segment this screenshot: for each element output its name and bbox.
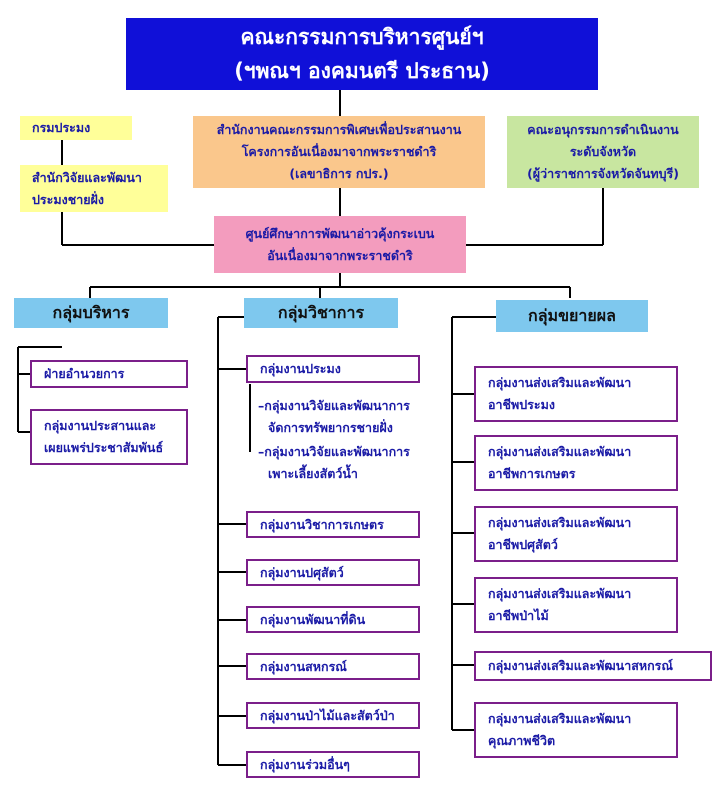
- extension-item-line2: คุณภาพชีวิต: [488, 733, 556, 748]
- academic-sub-line1: –กลุ่มงานวิจัยและพัฒนาการ: [258, 444, 410, 459]
- academic-sub-line1: –กลุ่มงานวิจัยและพัฒนาการ: [258, 398, 410, 413]
- rdpb-line1: สำนักงานคณะกรรมการพิเศษเพื่อประสานงาน: [216, 122, 462, 137]
- group-admin-label: กลุ่มบริหาร: [52, 303, 130, 322]
- academic-item: กลุ่มงานสหกรณ์: [246, 653, 420, 680]
- academic-sub-item: –กลุ่มงานวิจัยและพัฒนาการ จัดการทรัพยากร…: [258, 395, 410, 439]
- extension-item-line1: กลุ่มงานส่งเสริมและพัฒนา: [488, 444, 632, 459]
- group-academic-label: กลุ่มวิชาการ: [277, 303, 365, 322]
- research-office-line2: ประมงชายฝั่ง: [32, 191, 104, 207]
- group-academic-title: กลุ่มวิชาการ: [244, 298, 398, 328]
- board-title: คณะกรรมการบริหารศูนย์ฯ: [240, 25, 484, 49]
- provincial-subcommittee-box: คณะอนุกรรมการดำเนินงาน ระดับจังหวัด (ผู้…: [507, 116, 699, 188]
- group-extension-label: กลุ่มขยายผล: [528, 306, 616, 325]
- extension-item-line1: กลุ่มงานส่งเสริมและพัฒนาสหกรณ์: [488, 658, 673, 673]
- academic-item: กลุ่มงานปศุสัตว์: [246, 559, 420, 586]
- academic-item-label: กลุ่มงานปศุสัตว์: [260, 564, 344, 580]
- extension-item-line1: กลุ่มงานส่งเสริมและพัฒนา: [488, 375, 632, 390]
- center-line2: อันเนื่องมาจากพระราชดำริ: [267, 247, 413, 263]
- provincial-line1: คณะอนุกรรมการดำเนินงาน: [527, 122, 679, 137]
- admin-item-line1: กลุ่มงานประสานและ: [44, 418, 157, 433]
- extension-item-line2: อาชีพปศุสัตว์: [488, 537, 558, 552]
- extension-item: กลุ่มงานส่งเสริมและพัฒนา อาชีพประมง: [474, 366, 678, 422]
- academic-item: กลุ่มงานวิชาการเกษตร: [246, 511, 420, 538]
- board-box: คณะกรรมการบริหารศูนย์ฯ (ฯพณฯ องคมนตรี ปร…: [126, 18, 598, 90]
- rdpb-office-box: สำนักงานคณะกรรมการพิเศษเพื่อประสานงาน โค…: [193, 116, 485, 188]
- academic-item-label: กลุ่มงานวิชาการเกษตร: [260, 516, 384, 532]
- extension-item: กลุ่มงานส่งเสริมและพัฒนาสหกรณ์: [474, 651, 712, 681]
- group-extension-title: กลุ่มขยายผล: [496, 300, 648, 332]
- rdpb-line3: (เลขาธิการ กปร.): [289, 166, 389, 181]
- extension-item: กลุ่มงานส่งเสริมและพัฒนา อาชีพป่าไม้: [474, 577, 678, 633]
- admin-item: ฝ่ายอำนวยการ: [30, 360, 188, 388]
- academic-item: กลุ่มงานร่วมอื่นๆ: [246, 751, 420, 778]
- admin-item-line2: เผยแพร่ประชาสัมพันธ์: [44, 440, 164, 455]
- extension-item-line1: กลุ่มงานส่งเสริมและพัฒนา: [488, 711, 632, 726]
- research-office-line1: สำนักวิจัยและพัฒนา: [32, 169, 142, 185]
- academic-sub-line2: จัดการทรัพยากรชายฝั่ง: [268, 420, 393, 435]
- academic-item-label: กลุ่มงานพัฒนาที่ดิน: [260, 611, 366, 627]
- board-chair: (ฯพณฯ องคมนตรี ประธาน): [234, 59, 490, 83]
- extension-item-line2: อาชีพประมง: [488, 397, 555, 412]
- admin-item-line1: ฝ่ายอำนวยการ: [44, 366, 125, 381]
- academic-sub-item: –กลุ่มงานวิจัยและพัฒนาการ เพาะเลี้ยงสัตว…: [258, 441, 410, 485]
- extension-item-line2: อาชีพการเกษตร: [488, 466, 576, 481]
- provincial-line3: (ผู้ว่าราชการจังหวัดจันทบุรี): [527, 166, 679, 181]
- academic-fisheries-box: กลุ่มงานประมง: [246, 355, 420, 383]
- admin-item: กลุ่มงานประสานและ เผยแพร่ประชาสัมพันธ์: [30, 409, 188, 465]
- academic-sub-line2: เพาะเลี้ยงสัตว์น้ำ: [268, 466, 358, 481]
- academic-fisheries-label: กลุ่มงานประมง: [260, 361, 341, 376]
- academic-item: กลุ่มงานพัฒนาที่ดิน: [246, 606, 420, 633]
- extension-item-line1: กลุ่มงานส่งเสริมและพัฒนา: [488, 515, 632, 530]
- extension-item: กลุ่มงานส่งเสริมและพัฒนา คุณภาพชีวิต: [474, 702, 678, 758]
- extension-item: กลุ่มงานส่งเสริมและพัฒนา อาชีพการเกษตร: [474, 435, 678, 491]
- extension-item-line2: อาชีพป่าไม้: [488, 608, 549, 623]
- center-box: ศูนย์ศึกษาการพัฒนาอ่าวคุ้งกระเบน อันเนื่…: [214, 216, 466, 273]
- academic-item: กลุ่มงานป่าไม้และสัตว์ป่า: [246, 702, 420, 729]
- center-line1: ศูนย์ศึกษาการพัฒนาอ่าวคุ้งกระเบน: [245, 225, 435, 241]
- provincial-line2: ระดับจังหวัด: [569, 144, 637, 159]
- extension-item: กลุ่มงานส่งเสริมและพัฒนา อาชีพปศุสัตว์: [474, 506, 678, 562]
- academic-item-label: กลุ่มงานร่วมอื่นๆ: [260, 756, 350, 772]
- research-office-box: สำนักวิจัยและพัฒนา ประมงชายฝั่ง: [20, 165, 168, 212]
- group-admin-title: กลุ่มบริหาร: [14, 298, 168, 328]
- extension-item-line1: กลุ่มงานส่งเสริมและพัฒนา: [488, 586, 632, 601]
- department-label: กรมประมง: [32, 120, 91, 135]
- department-box: กรมประมง: [20, 116, 132, 140]
- academic-item-label: กลุ่มงานสหกรณ์: [260, 658, 347, 674]
- rdpb-line2: โครงการอันเนื่องมาจากพระราชดำริ: [241, 144, 437, 159]
- academic-item-label: กลุ่มงานป่าไม้และสัตว์ป่า: [260, 707, 395, 723]
